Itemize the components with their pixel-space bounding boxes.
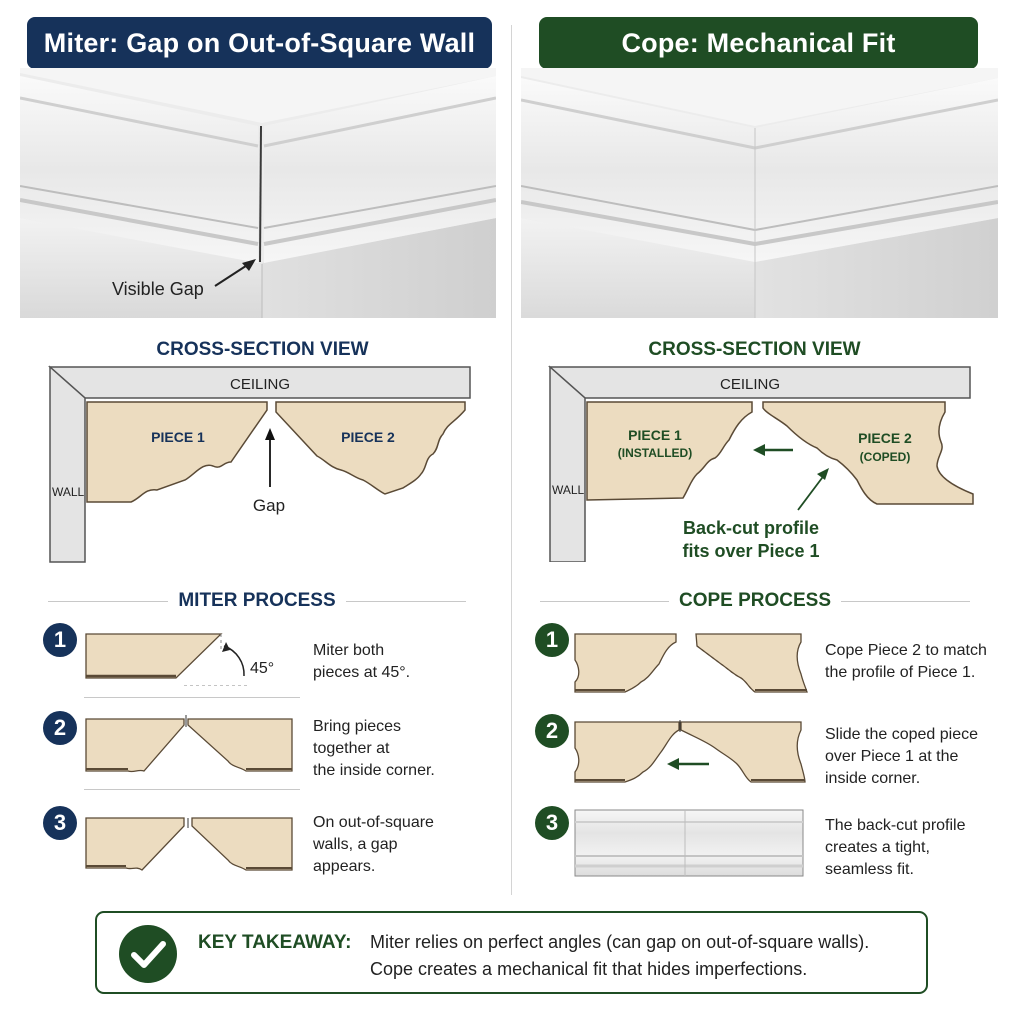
- miter-process-title: MITER PROCESS: [168, 590, 345, 612]
- ceiling-label: CEILING: [230, 376, 290, 393]
- step-line: Cope Piece 2 to match: [825, 640, 987, 662]
- annotation-line-2: fits over Piece 1: [651, 540, 851, 563]
- cope-step-3-illustration: [573, 808, 807, 878]
- cope-step-1-text: Cope Piece 2 to match the profile of Pie…: [825, 640, 987, 684]
- miter-process-header: MITER PROCESS: [48, 589, 466, 613]
- piece1-sublabel: (INSTALLED): [618, 446, 692, 460]
- step-line: seamless fit.: [825, 859, 966, 881]
- miter-cross-section-diagram: CEILING WALL PIECE 1 PIECE 2 Gap: [45, 362, 475, 572]
- back-cut-annotation: Back-cut profile fits over Piece 1: [651, 517, 851, 563]
- piece2-label: PIECE 2: [858, 430, 912, 446]
- step-line: On out-of-square: [313, 812, 434, 834]
- takeaway-line-2: Cope creates a mechanical fit that hides…: [370, 956, 869, 983]
- step-line: over Piece 1 at the: [825, 746, 978, 768]
- step-line: Slide the coped piece: [825, 724, 978, 746]
- cope-step-1-illustration: [573, 630, 813, 696]
- annotation-line-1: Back-cut profile: [651, 517, 851, 540]
- step-line: together at: [313, 738, 435, 760]
- cope-step-2-text: Slide the coped piece over Piece 1 at th…: [825, 724, 978, 790]
- step-line: walls, a gap: [313, 834, 434, 856]
- key-takeaway-box: KEY TAKEAWAY: Miter relies on perfect an…: [95, 911, 928, 994]
- center-divider: [511, 25, 512, 895]
- step-line: inside corner.: [825, 768, 978, 790]
- step-line: creates a tight,: [825, 837, 966, 859]
- step-line: Miter both: [313, 640, 410, 662]
- step-line: pieces at 45°.: [313, 662, 410, 684]
- angle-label: 45°: [250, 660, 274, 677]
- miter-step-2-illustration: [84, 715, 296, 777]
- cope-process-title: COPE PROCESS: [669, 590, 841, 612]
- miter-step-1-number: 1: [43, 623, 77, 657]
- piece2-sublabel: (COPED): [860, 450, 911, 464]
- cope-step-1-number: 1: [535, 623, 569, 657]
- check-icon: [119, 925, 177, 983]
- piece2-label: PIECE 2: [341, 429, 395, 445]
- miter-step-3-text: On out-of-square walls, a gap appears.: [313, 812, 434, 878]
- miter-step-3-number: 3: [43, 806, 77, 840]
- miter-step-2-text: Bring pieces together at the inside corn…: [313, 716, 435, 782]
- cope-step-3-text: The back-cut profile creates a tight, se…: [825, 815, 966, 881]
- key-takeaway-label: KEY TAKEAWAY:: [198, 932, 351, 954]
- miter-step-3-illustration: [84, 814, 296, 876]
- step-separator: [84, 789, 300, 790]
- ceiling-label: CEILING: [720, 376, 780, 393]
- takeaway-line-1: Miter relies on perfect angles (can gap …: [370, 929, 869, 956]
- step-line: the inside corner.: [313, 760, 435, 782]
- miter-step-2-number: 2: [43, 711, 77, 745]
- cope-process-header: COPE PROCESS: [540, 589, 970, 613]
- miter-step-1-text: Miter both pieces at 45°.: [313, 640, 410, 684]
- cope-step-2-illustration: [573, 718, 809, 786]
- step-line: appears.: [313, 856, 434, 878]
- cope-step-3-number: 3: [535, 806, 569, 840]
- cope-banner: Cope: Mechanical Fit: [539, 17, 978, 69]
- step-line: Bring pieces: [313, 716, 435, 738]
- wall-label: WALL: [52, 485, 85, 499]
- cope-step-2-number: 2: [535, 714, 569, 748]
- wall-label: WALL: [552, 483, 585, 497]
- visible-gap-label: Visible Gap: [112, 279, 204, 300]
- step-separator: [84, 697, 300, 698]
- key-takeaway-text: Miter relies on perfect angles (can gap …: [370, 929, 869, 983]
- step-line: The back-cut profile: [825, 815, 966, 837]
- cope-corner-photo: [521, 68, 998, 318]
- miter-corner-photo: [20, 68, 496, 318]
- piece1-label: PIECE 1: [151, 429, 205, 445]
- gap-label: Gap: [253, 496, 285, 515]
- piece1-label: PIECE 1: [628, 427, 682, 443]
- step-line: the profile of Piece 1.: [825, 662, 987, 684]
- miter-banner: Miter: Gap on Out-of-Square Wall: [27, 17, 492, 69]
- miter-step-1-illustration: 45°: [84, 630, 284, 686]
- cope-cross-section-title: CROSS-SECTION VIEW: [622, 339, 887, 361]
- miter-cross-section-title: CROSS-SECTION VIEW: [130, 339, 395, 361]
